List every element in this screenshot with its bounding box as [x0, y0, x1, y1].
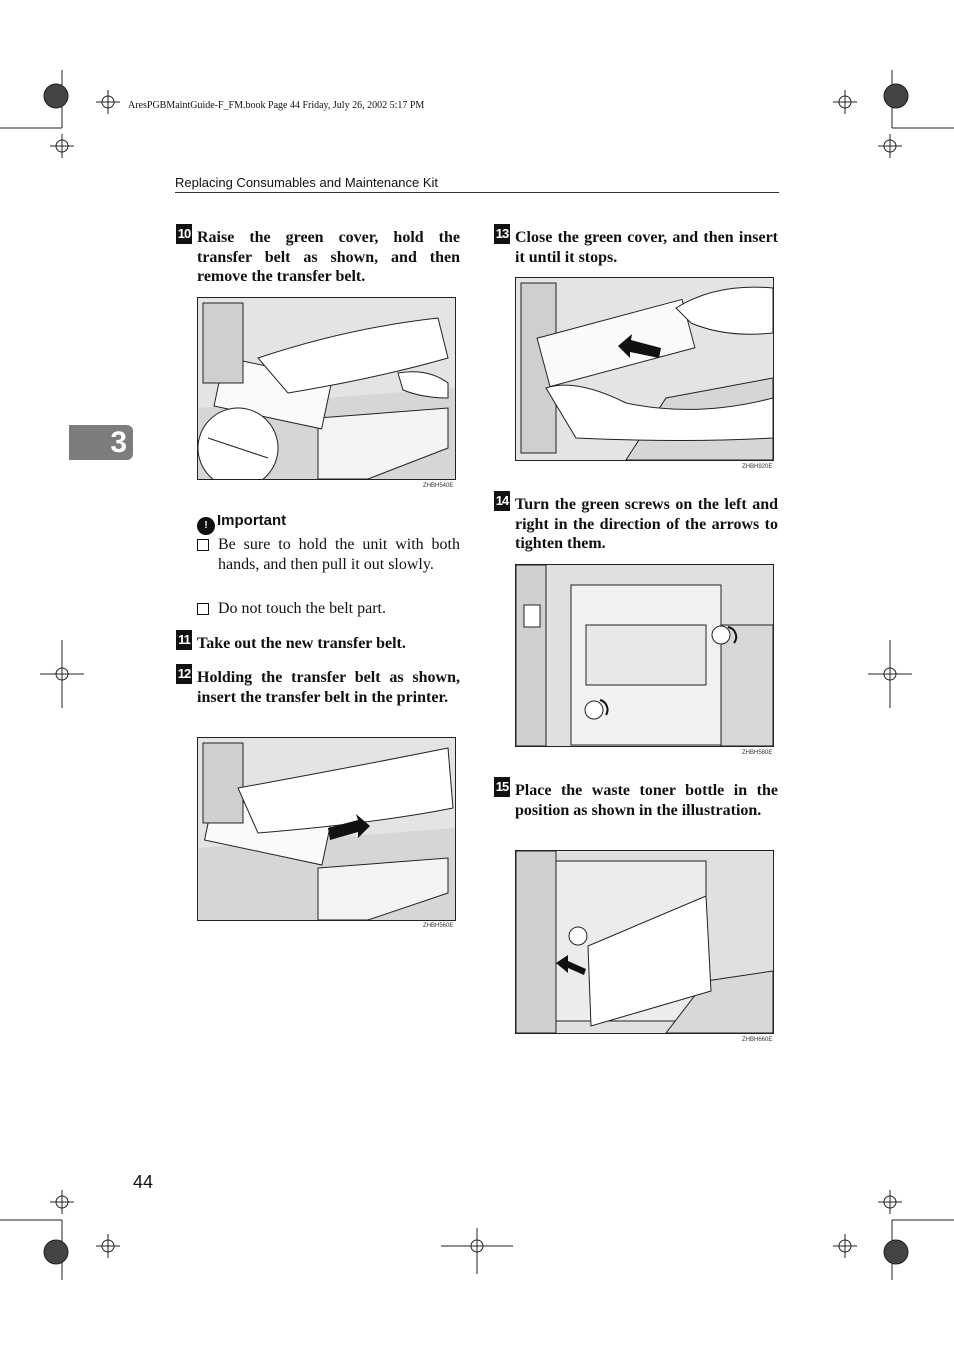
step-text-15: Place the waste toner bottle in the posi…	[515, 782, 778, 819]
important-heading: !Important	[197, 512, 286, 535]
figure-tighten-green-screws	[515, 564, 774, 747]
figure-code: ZHBH660E	[742, 1037, 773, 1043]
step-text-13: Close the green cover, and then insert i…	[515, 229, 778, 266]
header-rule	[175, 192, 779, 193]
page-number: 44	[133, 1172, 154, 1192]
step-number-13: 13	[494, 224, 510, 244]
important-label: Important	[217, 512, 287, 529]
important-item: Do not touch the belt part.	[218, 600, 386, 617]
step-number-14: 14	[494, 491, 510, 511]
step-number-12: 12	[176, 664, 192, 684]
section-title: Replacing Consumables and Maintenance Ki…	[175, 175, 439, 190]
step-text-14: Turn the green screws on the left and ri…	[515, 496, 778, 552]
checkbox-icon	[197, 539, 209, 551]
step-text-10: Raise the green cover, hold the transfer…	[197, 229, 460, 285]
figure-remove-transfer-belt	[197, 297, 456, 480]
figure-code: ZHBH580E	[742, 750, 773, 756]
checkbox-icon	[197, 603, 209, 615]
step-text-12: Holding the transfer belt as shown, inse…	[197, 669, 460, 706]
step-text-11: Take out the new transfer belt.	[197, 635, 406, 652]
file-header: AresPGBMaintGuide-F_FM.book Page 44 Frid…	[128, 100, 425, 111]
step-number-11: 11	[176, 630, 192, 650]
figure-close-green-cover	[515, 277, 774, 461]
figure-code: ZHBH920E	[742, 464, 773, 470]
figure-code: ZHBH540E	[423, 483, 454, 489]
important-item: Be sure to hold the unit with both hands…	[218, 536, 460, 573]
step-number-10: 10	[176, 224, 192, 244]
figure-code: ZHBH560E	[423, 923, 454, 929]
chapter-tab: 3	[69, 425, 133, 460]
step-number-15: 15	[494, 777, 510, 797]
figure-waste-toner-bottle	[515, 850, 774, 1034]
important-icon: !	[197, 517, 215, 535]
figure-insert-transfer-belt	[197, 737, 456, 921]
